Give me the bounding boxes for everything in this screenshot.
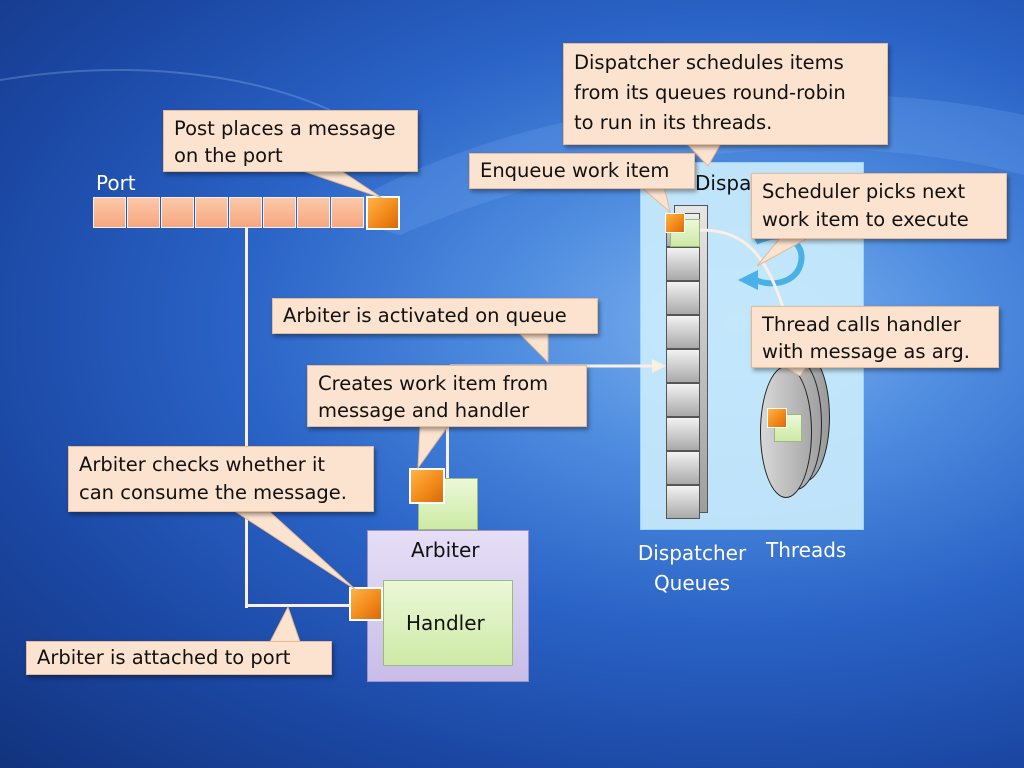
work-item-message <box>409 468 445 504</box>
port-connector-vertical <box>245 228 248 608</box>
callout-scheduler-picks: Scheduler picks next work item to execut… <box>751 173 1007 239</box>
callout-arbiter-checks: Arbiter checks whether it can consume th… <box>68 446 374 512</box>
thread-work-item-message <box>767 408 787 428</box>
message-on-port <box>366 196 400 230</box>
dispatcher-label: Dispa <box>695 171 752 195</box>
port-connector-horizontal <box>245 604 355 607</box>
dispatcher-queues-label: Dispatcher Queues <box>637 541 747 595</box>
callout-enqueue: Enqueue work item <box>469 153 695 189</box>
threads-label: Threads <box>766 538 847 562</box>
arbiter-label: Arbiter <box>411 538 480 562</box>
port-label: Port <box>96 171 136 195</box>
callout-arbiter-attached: Arbiter is attached to port <box>26 641 332 675</box>
handler-label: Handler <box>406 611 485 635</box>
callout-creates-work-item: Creates work item from message and handl… <box>307 365 587 427</box>
queued-work-item-message <box>665 213 685 233</box>
callout-thread-calls: Thread calls handler with message as arg… <box>751 306 999 368</box>
handler-box <box>383 580 513 666</box>
message-at-arbiter <box>349 587 383 621</box>
callout-dispatcher-schedules: Dispatcher schedules items from its queu… <box>563 43 888 145</box>
callout-arbiter-activated: Arbiter is activated on queue <box>272 298 598 334</box>
callout-post-places: Post places a message on the port <box>163 110 418 172</box>
